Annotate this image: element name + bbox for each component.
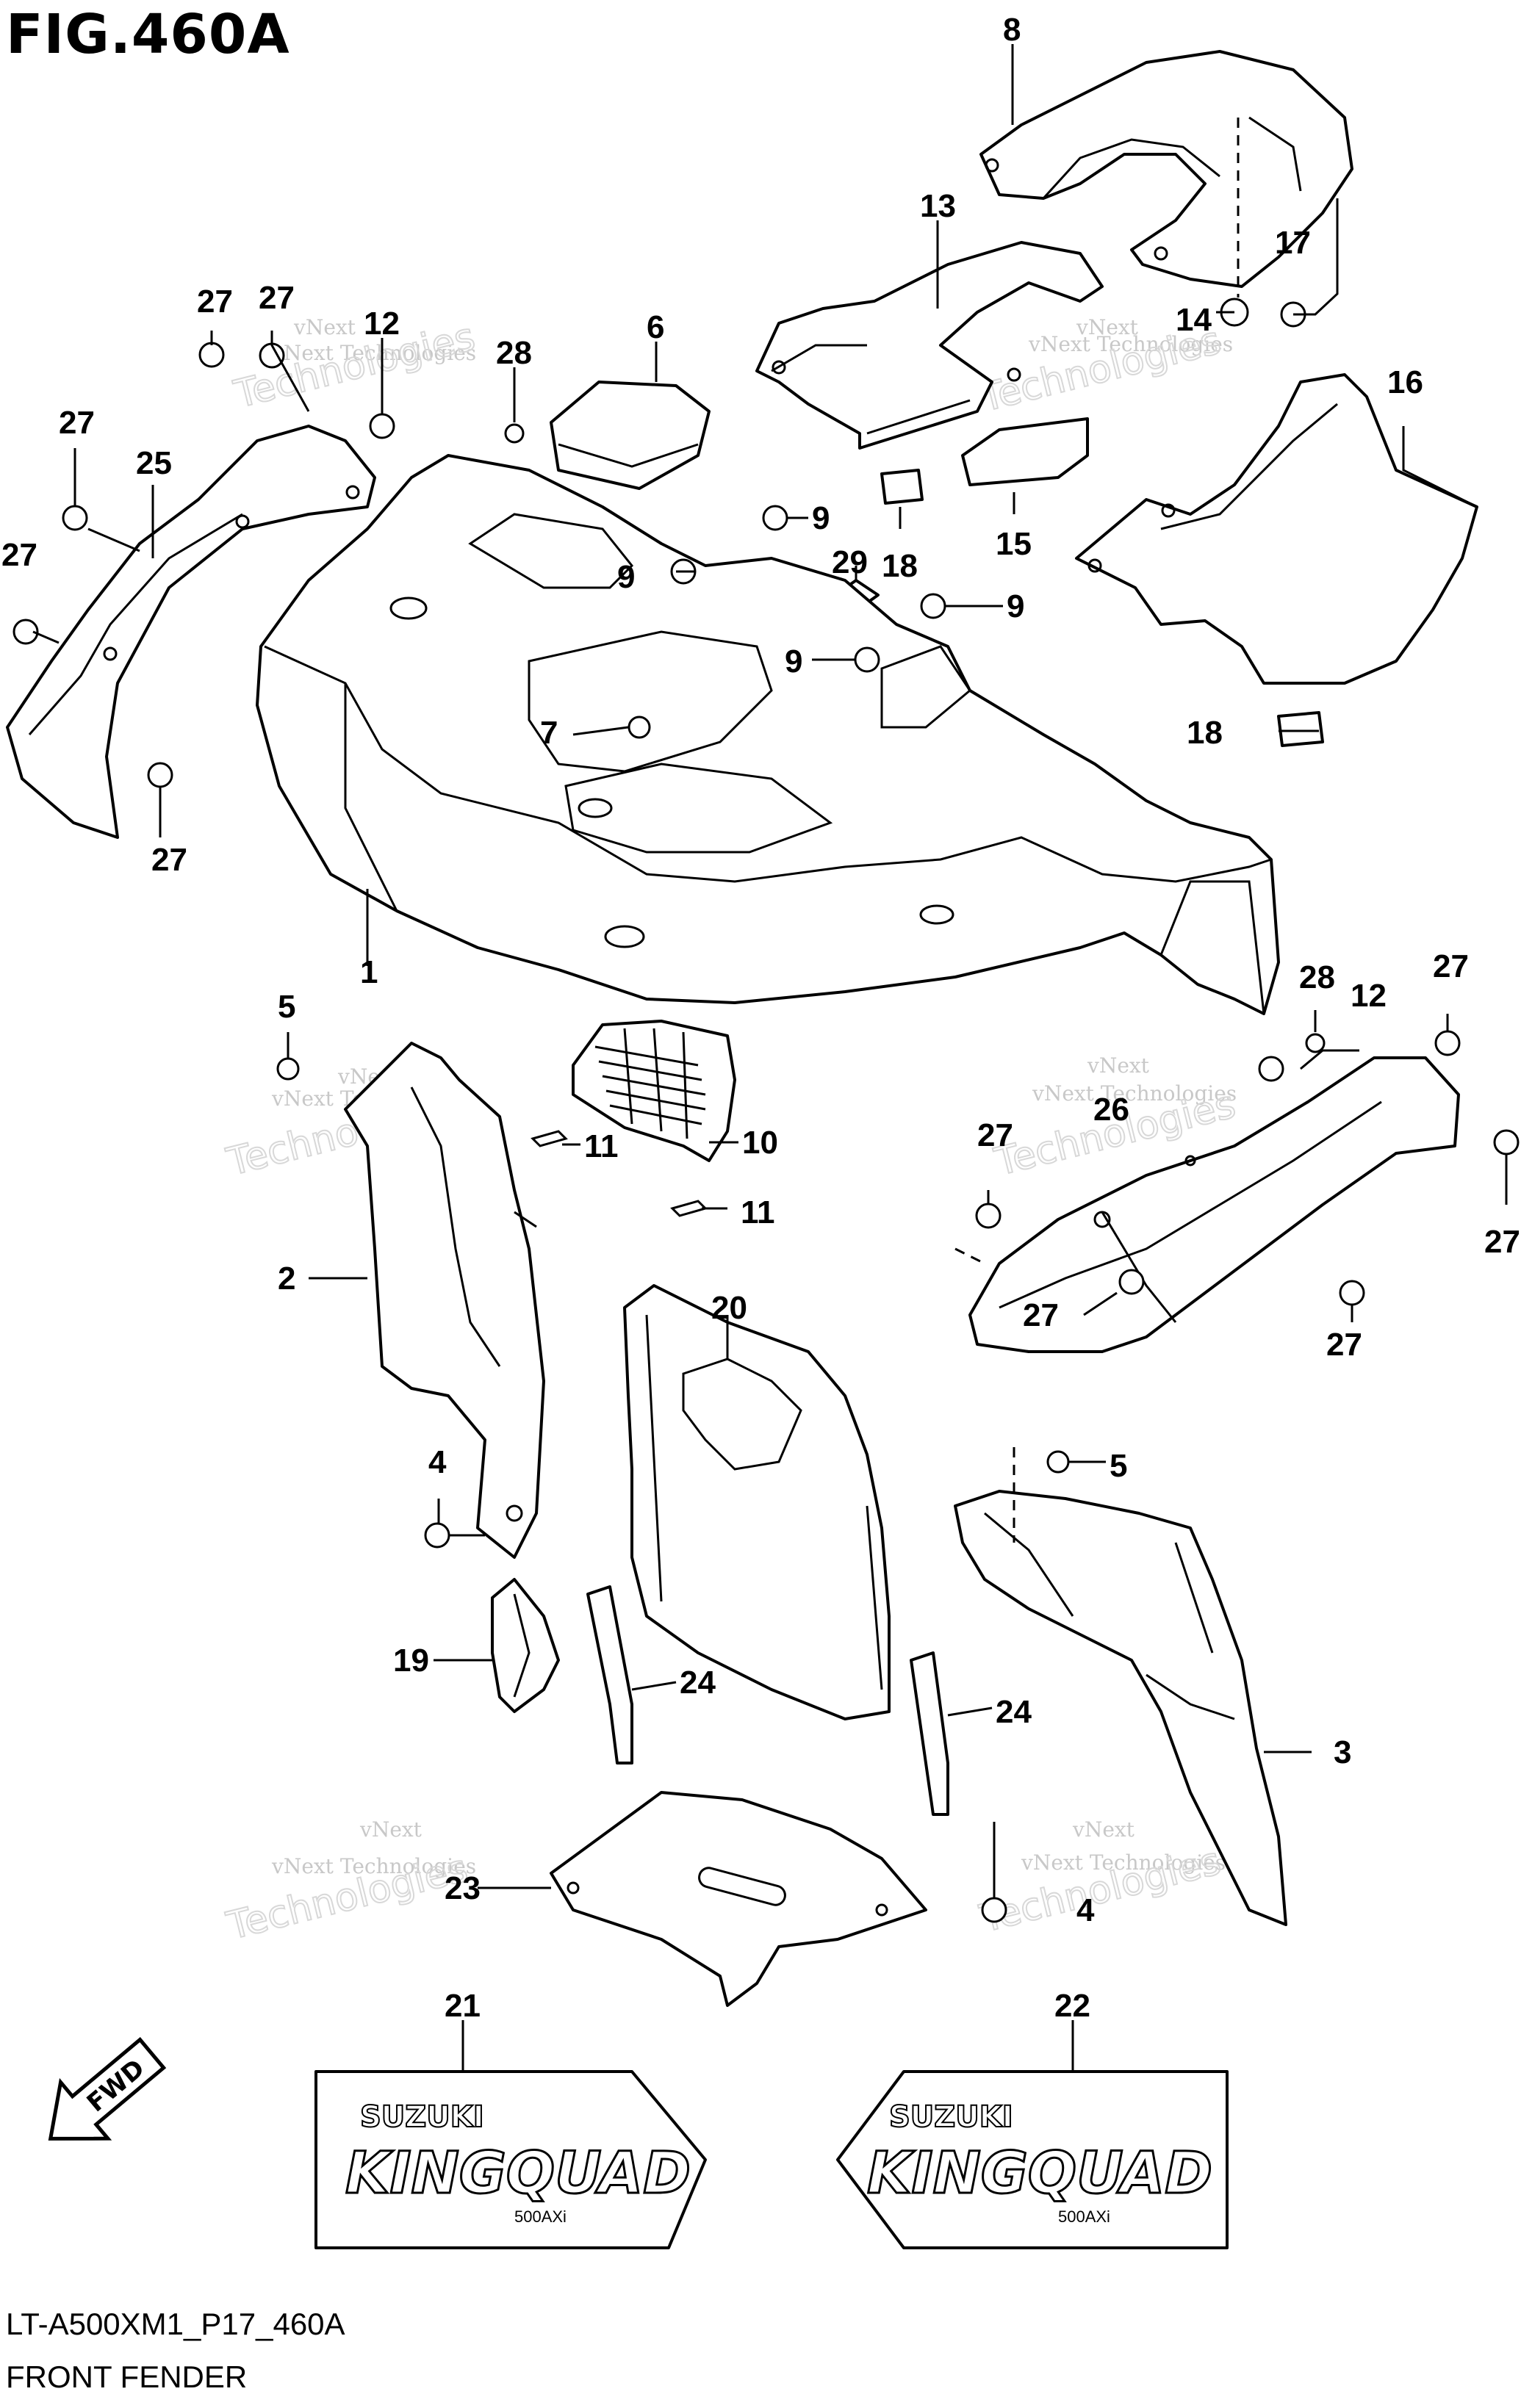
part-mudguard-left [6, 425, 376, 839]
part-emblem-right: SUZUKI KINGQUAD 500AXi [836, 2070, 1229, 2249]
callout-20: 20 [711, 1290, 747, 1326]
callout-24: 24 [680, 1665, 716, 1701]
callout-2: 2 [278, 1261, 295, 1297]
callout-27: 27 [977, 1117, 1013, 1153]
callout-28: 28 [1299, 959, 1335, 995]
callout-18: 18 [1187, 715, 1223, 751]
callout-27: 27 [1433, 948, 1469, 984]
callout-9: 9 [1007, 588, 1024, 624]
part-inner-fender-right [954, 1490, 1287, 1926]
callout-11: 11 [741, 1194, 775, 1230]
callout-27: 27 [1326, 1327, 1362, 1363]
part-plate-23 [550, 1791, 927, 2007]
callout-24: 24 [996, 1694, 1032, 1730]
watermark-line2: vNext Technologies [1032, 1081, 1237, 1106]
emblem-sub-text: 500AXi [1058, 2207, 1110, 2226]
callout-18: 18 [882, 548, 918, 584]
part-cover-16 [1075, 373, 1478, 685]
callout-9: 9 [812, 500, 830, 536]
emblem-model-text: KINGQUAD [345, 2141, 691, 2207]
callout-1: 1 [360, 954, 378, 990]
callout-27: 27 [197, 284, 233, 320]
callout-28: 28 [496, 335, 532, 371]
watermark-line1: vNext [1076, 315, 1139, 339]
part-emblem-left: SUZUKI KINGQUAD 500AXi [314, 2070, 707, 2249]
callout-22: 22 [1054, 1988, 1090, 2024]
part-bracket-19 [491, 1578, 560, 1713]
callout-5: 5 [1110, 1448, 1127, 1484]
callout-16: 16 [1387, 364, 1423, 400]
watermark-line2: vNext Technologies [1028, 332, 1233, 356]
callout-23: 23 [445, 1870, 481, 1906]
fasteners [12, 298, 1520, 1923]
watermark-line1: vNext [293, 315, 356, 339]
watermark-line2: vNext Technologies [271, 1854, 476, 1878]
callout-21: 21 [445, 1988, 481, 2024]
callout-10: 10 [742, 1125, 778, 1161]
fwd-arrow-icon: FWD [48, 2037, 167, 2141]
emblem-brand-text: SUZUKI [889, 2100, 1013, 2134]
callout-25: 25 [136, 445, 172, 481]
callout-5: 5 [278, 989, 295, 1025]
callout-17: 17 [1275, 225, 1311, 261]
callout-6: 6 [647, 309, 664, 345]
callout-27: 27 [259, 280, 295, 316]
part-rear-cover [979, 50, 1353, 288]
part-band-24 [586, 1585, 949, 1816]
part-lid [550, 381, 711, 490]
watermark-line1: vNext [1072, 1817, 1135, 1842]
part-grille [572, 1020, 736, 1162]
part-panel-20 [623, 1284, 891, 1720]
callout-12: 12 [364, 306, 400, 342]
emblem-model-text: KINGQUAD [867, 2141, 1212, 2207]
part-reflector [961, 417, 1089, 486]
callout-numbers: 8 13 6 17 14 16 15 18 29 18 9 9 9 9 7 27… [1, 12, 1520, 2024]
part-inner-fender-left [344, 1042, 545, 1559]
callout-27: 27 [59, 405, 95, 441]
part-front-fender [256, 454, 1280, 1015]
callout-3: 3 [1334, 1734, 1351, 1770]
part-bracket-13 [755, 241, 1104, 450]
callout-9: 9 [617, 559, 635, 595]
callout-27: 27 [1, 537, 37, 573]
emblem-sub-text: 500AXi [514, 2207, 567, 2226]
part-cushion-18 [880, 469, 1324, 747]
figure-name: FRONT FENDER [6, 2360, 248, 2394]
part-mudguard-right [968, 1056, 1460, 1353]
callout-12: 12 [1351, 978, 1387, 1014]
watermark-line1: vNext [359, 1817, 422, 1842]
callout-13: 13 [920, 188, 956, 224]
callout-26: 26 [1093, 1092, 1129, 1128]
callout-9: 9 [785, 644, 802, 679]
callout-27: 27 [151, 842, 187, 878]
callout-27: 27 [1484, 1224, 1520, 1260]
callout-4: 4 [428, 1444, 447, 1480]
callout-19: 19 [393, 1643, 429, 1679]
watermark-line2: vNext Technologies [1021, 1850, 1226, 1875]
callout-29: 29 [832, 544, 868, 580]
callout-7: 7 [540, 715, 558, 751]
figure-title: FIG.460A [6, 3, 290, 66]
callout-27: 27 [1023, 1297, 1059, 1333]
callout-4: 4 [1076, 1892, 1095, 1928]
leader-lines [32, 44, 1508, 2072]
emblem-brand-text: SUZUKI [360, 2100, 484, 2134]
callout-15: 15 [996, 526, 1032, 562]
figure-code: LT-A500XM1_P17_460A [6, 2307, 345, 2341]
watermark-line2: vNext Technologies [271, 341, 476, 365]
callout-14: 14 [1176, 302, 1212, 338]
watermark-line1: vNext [1087, 1053, 1150, 1078]
callout-11: 11 [584, 1128, 619, 1164]
callout-8: 8 [1003, 12, 1021, 48]
